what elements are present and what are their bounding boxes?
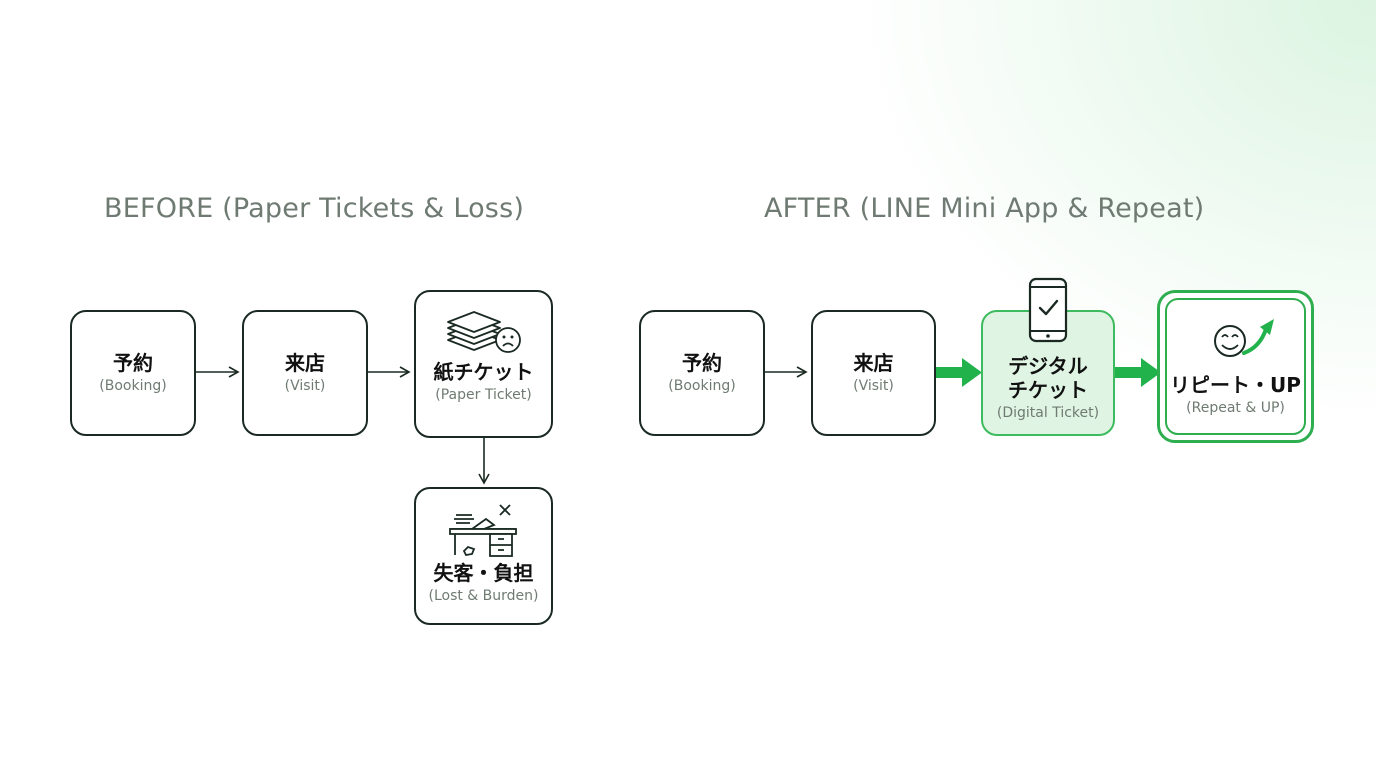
before-step-paper-ticket: 紙チケット (Paper Ticket) xyxy=(414,290,553,438)
step-label-en: (Repeat & UP) xyxy=(1186,399,1285,416)
after-step-visit: 来店 (Visit) xyxy=(811,310,936,436)
smartphone-check-icon xyxy=(1028,277,1068,343)
before-section-title: BEFORE (Paper Tickets & Loss) xyxy=(104,193,525,224)
step-label-jp: リピート・UP xyxy=(1170,372,1301,397)
inner-border xyxy=(1165,298,1306,435)
after-step-booking: 予約 (Booking) xyxy=(639,310,765,436)
smiley-up-arrow-icon xyxy=(1214,319,1274,357)
step-label-jp: 来店 xyxy=(853,351,894,375)
step-label-en: (Visit) xyxy=(284,378,326,394)
after-section-title: AFTER (LINE Mini App & Repeat) xyxy=(764,193,1205,224)
cluttered-desk-icon xyxy=(448,504,517,557)
step-label-en: (Digital Ticket) xyxy=(996,405,1100,421)
before-step-lost-burden: 失客・負担 (Lost & Burden) xyxy=(414,487,553,625)
step-label-en: (Booking) xyxy=(668,378,736,394)
after-step-repeat-up: リピート・UP (Repeat & UP) xyxy=(1157,290,1314,443)
step-label-jp: 紙チケット xyxy=(433,360,534,384)
step-label-jp-line1: デジタル xyxy=(1008,354,1088,378)
step-label-en: (Lost & Burden) xyxy=(428,588,539,604)
step-label-en: (Paper Ticket) xyxy=(435,387,532,403)
paper-stack-sad-face-icon xyxy=(446,311,521,353)
step-label-jp: 予約 xyxy=(113,351,153,375)
green-arrow-visit-to-digital xyxy=(936,358,982,387)
green-arrow-digital-to-repeat xyxy=(1115,358,1161,387)
before-step-visit: 来店 (Visit) xyxy=(242,310,368,436)
step-label-jp-line2: チケット xyxy=(1008,378,1088,402)
before-step-booking: 予約 (Booking) xyxy=(70,310,196,436)
step-label-jp: 来店 xyxy=(285,351,325,375)
step-label-jp: 予約 xyxy=(682,351,722,375)
step-label-en: (Visit) xyxy=(853,378,894,394)
step-label-jp: 失客・負担 xyxy=(433,561,534,585)
step-label-en: (Booking) xyxy=(99,378,167,394)
